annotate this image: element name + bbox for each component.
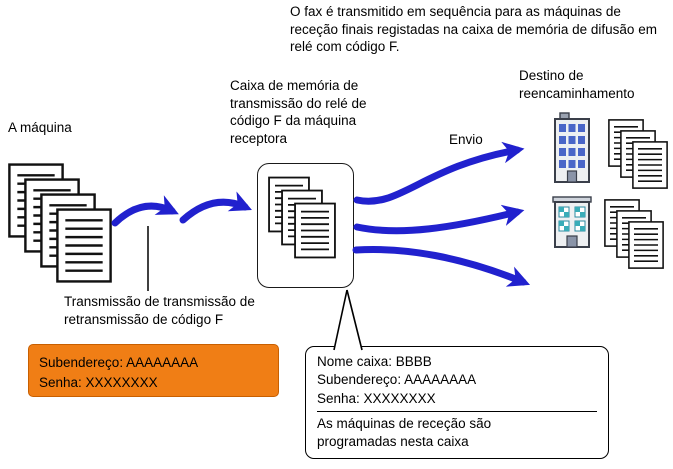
- callout-pointer: [333, 289, 363, 351]
- destination-label: Destino de reencaminhamento: [519, 68, 635, 101]
- memory-box-callout: Nome caixa: BBBB Subendereço: AAAAAAAA S…: [305, 346, 609, 459]
- callout-password-line: Senha: XXXXXXXX: [317, 390, 436, 406]
- callout-note-text: As máquinas de receção são programadas n…: [317, 416, 492, 450]
- transmission-label: Transmissão de transmissão de retransmis…: [64, 294, 255, 327]
- callout-subaddress-line: Subendereço: AAAAAAAA: [317, 372, 477, 388]
- memory-box-label: Caixa de memória de transmissão do relé …: [230, 78, 367, 146]
- destination-doc-stack-icon-2: [604, 199, 664, 269]
- sender-info-box: Subendereço: AAAAAAAA Senha: XXXXXXXX: [28, 344, 279, 397]
- send-arrow-middle: [353, 204, 525, 235]
- relay-memory-box: [257, 163, 354, 288]
- sender-doc-stack-icon: [8, 163, 112, 283]
- transmit-arrow-1: [111, 195, 179, 227]
- send-arrow-top: [353, 141, 525, 205]
- machine-label: A máquina: [8, 120, 72, 135]
- destination-doc-stack-icon-1: [608, 119, 668, 189]
- callout-box-name-line: Nome caixa: BBBB: [317, 354, 432, 369]
- office-building-icon-1: [554, 112, 590, 183]
- send-label: Envio: [449, 132, 483, 147]
- office-building-icon-2: [552, 196, 592, 248]
- callout-divider: [317, 411, 597, 413]
- transmit-arrow-2: [179, 191, 252, 224]
- intro-text: O fax é transmitido em sequência para as…: [290, 4, 657, 55]
- sender-password-line: Senha: XXXXXXXX: [39, 374, 158, 390]
- sender-subaddress-line: Subendereço: AAAAAAAA: [39, 355, 199, 370]
- send-arrow-bottom: [352, 246, 531, 287]
